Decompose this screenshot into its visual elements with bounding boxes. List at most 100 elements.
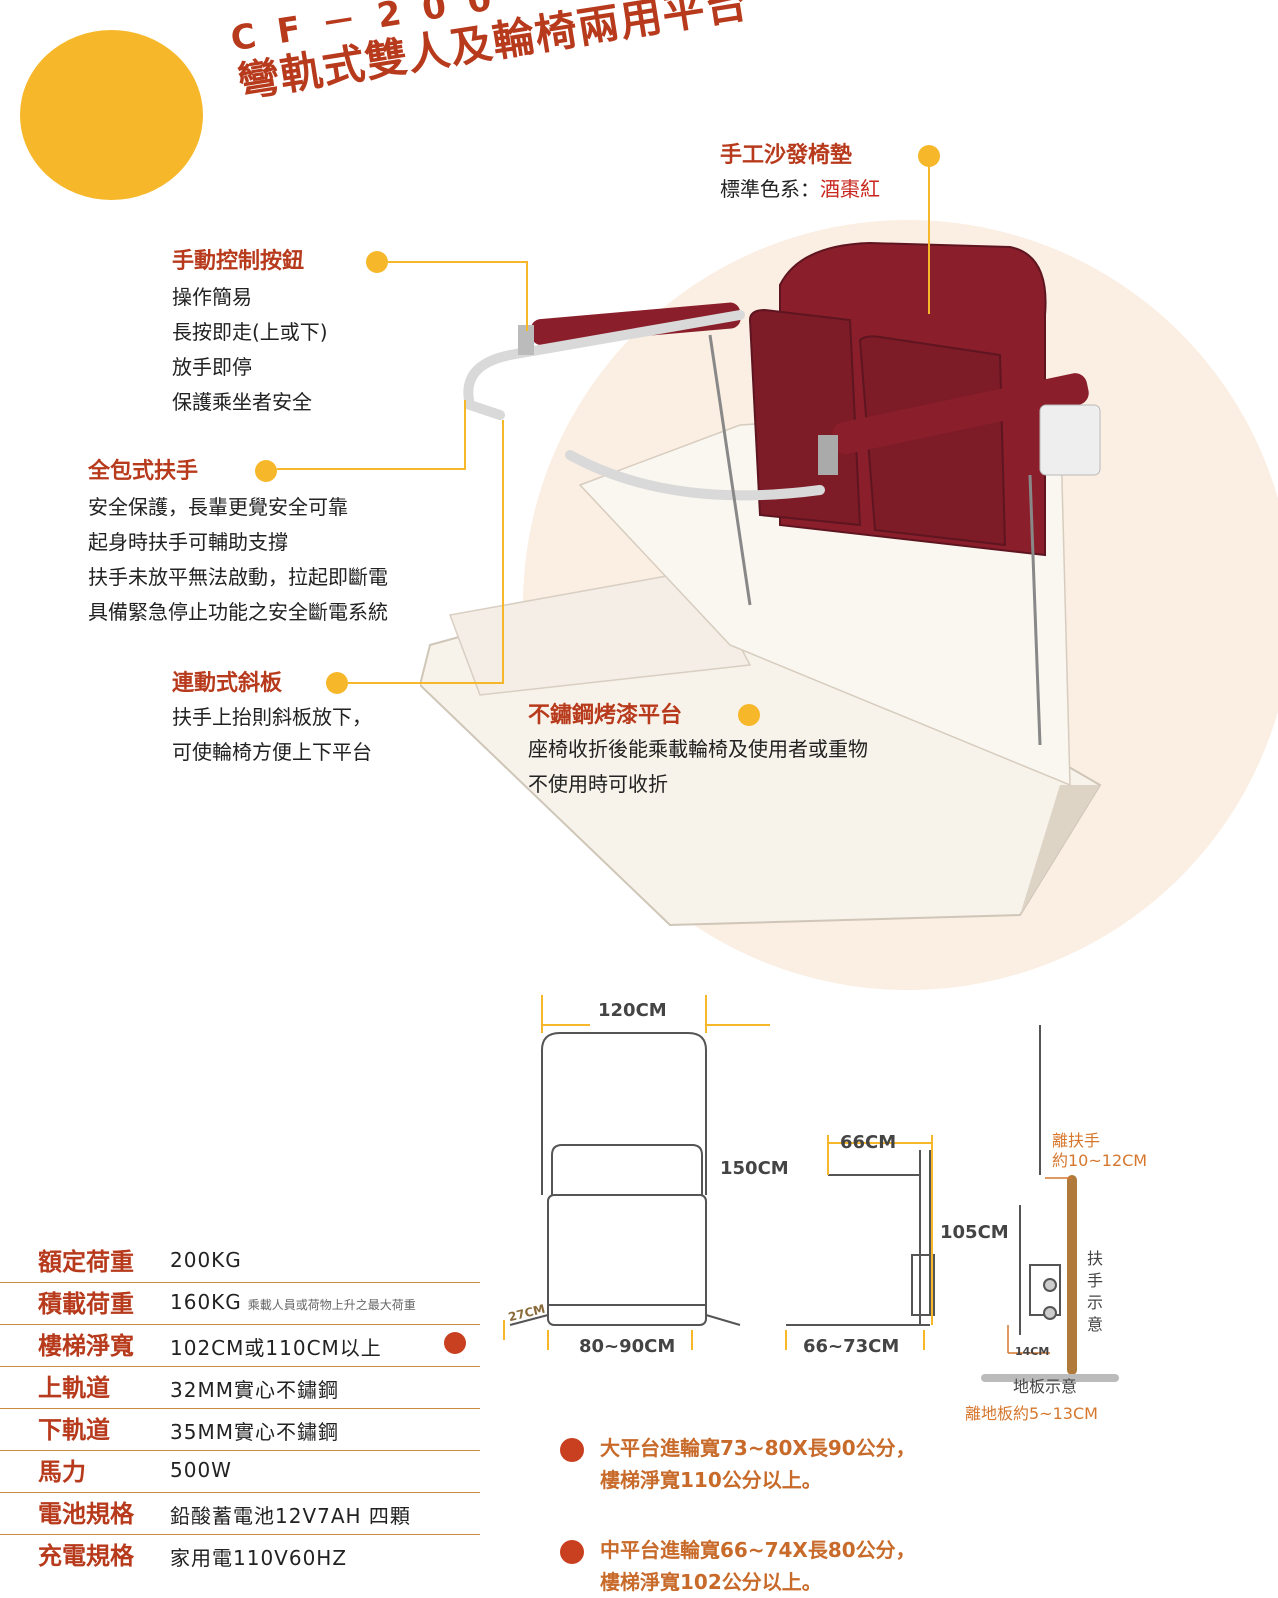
decorative-orange-circle [20, 30, 203, 200]
std-color-label: 標準色系： [720, 177, 820, 201]
cushion-callout-dot [918, 145, 940, 167]
spec-row: 馬力 500W [0, 1450, 480, 1493]
ramp-line: 可使輪椅方便上下平台 [172, 740, 372, 764]
control-leader-h [388, 261, 528, 263]
control-line: 長按即走(上或下) [172, 320, 328, 344]
spec-value: 家用電110V60HZ [170, 1546, 348, 1570]
spec-row: 上軌道 32MM實心不鏽鋼 [0, 1366, 480, 1409]
side-unit [1039, 404, 1101, 476]
spec-value: 160KG 乘載人員或荷物上升之最大荷重 [170, 1290, 416, 1314]
rail-width: 14CM [1015, 1345, 1050, 1358]
spec-row: 充電規格 家用電110V60HZ [0, 1534, 480, 1576]
spec-label: 充電規格 [38, 1542, 134, 1570]
control-line: 保護乘坐者安全 [172, 390, 312, 414]
dim-width-top: 120CM [598, 1000, 667, 1021]
ramp-leader-h [348, 682, 503, 684]
grab-rail-right [565, 450, 825, 501]
std-color-value: 酒棗紅 [820, 177, 880, 201]
stair-width-marker-dot [444, 1332, 466, 1354]
ramp-description: 扶手上抬則斜板放下， 可使輪椅方便上下平台 [172, 700, 372, 770]
rail-view-dimension-lines [1007, 1177, 1072, 1354]
control-button-box [518, 325, 534, 355]
armrest-left [530, 302, 741, 346]
spec-label: 額定荷重 [38, 1248, 134, 1276]
rail-view [1019, 1025, 1061, 1335]
armrest-leader-v [464, 400, 466, 470]
grab-rail-left [463, 310, 745, 420]
dim-side-height: 105CM [940, 1222, 1009, 1243]
spec-label: 馬力 [38, 1458, 86, 1486]
stairlift-platform-illustration [420, 241, 1102, 927]
note-bullet [560, 1438, 584, 1462]
armrest-right [832, 373, 1089, 455]
platform-description: 座椅收折後能乘載輪椅及使用者或重物 不使用時可收折 [528, 732, 868, 802]
seat-back-right [858, 335, 1007, 547]
armrest-line: 具備緊急停止功能之安全斷電系統 [88, 600, 388, 624]
spec-row: 積載荷重 160KG 乘載人員或荷物上升之最大荷重 [0, 1282, 480, 1325]
note-bullet [560, 1540, 584, 1564]
control-line: 操作簡易 [172, 285, 252, 309]
front-view-dimension-lines [503, 995, 770, 1350]
dim-seat-depth: 66CM [840, 1132, 897, 1153]
spec-row: 額定荷重 200KG [0, 1240, 480, 1283]
spec-value: 200KG [170, 1248, 242, 1272]
note-line: 樓梯淨寬110公分以上。 [600, 1468, 822, 1492]
side-view-dimension-lines [785, 1135, 933, 1350]
spec-row: 下軌道 35MM實心不鏽鋼 [0, 1408, 480, 1451]
control-heading: 手動控制按鈕 [172, 249, 305, 274]
cushion-std-color: 標準色系：酒棗紅 [720, 172, 880, 207]
armrest-line: 起身時扶手可輔助支撐 [88, 530, 288, 554]
spec-value: 500W [170, 1458, 232, 1482]
spec-label: 下軌道 [38, 1416, 110, 1444]
armrest-leader-h [277, 468, 465, 470]
spec-note: 乘載人員或荷物上升之最大荷重 [247, 1298, 416, 1312]
note-line: 中平台進輪寬66~74X長80公分， [600, 1538, 916, 1562]
page-title: CF－200 彎軌式雙人及輪椅兩用平台 [228, 0, 751, 107]
spec-label: 上軌道 [38, 1374, 110, 1402]
front-view [509, 1032, 741, 1326]
note-item: 中平台進輪寬66~74X長80公分， 樓梯淨寬102公分以上。 [600, 1534, 916, 1598]
ramp-line: 扶手上抬則斜板放下， [172, 705, 372, 729]
dim-height: 150CM [720, 1158, 789, 1179]
folding-ramp [448, 569, 752, 696]
floor-gap: 離地板約5~13CM [965, 1404, 1098, 1423]
floor-label: 地板示意 [1013, 1377, 1078, 1396]
dim-base-front: 80~90CM [579, 1336, 676, 1357]
dimension-drawings [503, 995, 1119, 1382]
platform-callout-dot [738, 704, 760, 726]
handrail-gap-label: 離扶手 [1052, 1131, 1101, 1150]
spec-label: 積載荷重 [38, 1290, 134, 1318]
spec-label: 電池規格 [38, 1500, 134, 1528]
platform-heading: 不鏽鋼烤漆平台 [528, 703, 683, 728]
armrest-line: 扶手未放平無法啟動，拉起即斷電 [88, 565, 388, 589]
side-view [786, 1150, 935, 1326]
ramp-heading: 連動式斜板 [172, 671, 283, 696]
note-line: 大平台進輪寬73~80X長90公分， [600, 1436, 916, 1460]
control-description: 操作簡易 長按即走(上或下) 放手即停 保護乘坐者安全 [172, 280, 328, 420]
control-leader-v [526, 261, 528, 331]
control-callout-dot [366, 251, 388, 273]
ramp-leader-v [502, 420, 504, 684]
handrail-label: 扶手示意 [1086, 1249, 1103, 1334]
armrest-callout-dot [255, 460, 277, 482]
cushion-heading: 手工沙發椅墊 [720, 143, 853, 168]
spec-row: 電池規格 鉛酸蓄電池12V7AH 四顆 [0, 1492, 480, 1535]
control-line: 放手即停 [172, 355, 252, 379]
platform-line: 不使用時可收折 [528, 772, 668, 796]
spec-label: 樓梯淨寬 [38, 1332, 134, 1360]
ramp-callout-dot [326, 672, 348, 694]
spec-row: 樓梯淨寬 102CM或110CM以上 [0, 1324, 480, 1367]
dim-base-side: 66~73CM [803, 1336, 900, 1357]
handrail-gap-value: 約10~12CM [1052, 1151, 1148, 1170]
note-item: 大平台進輪寬73~80X長90公分， 樓梯淨寬110公分以上。 [600, 1432, 916, 1496]
armrest-line: 安全保護，長輩更覺安全可靠 [88, 495, 348, 519]
cushion-leader-line [928, 166, 930, 314]
spec-value: 102CM或110CM以上 [170, 1336, 382, 1360]
armrest-description: 安全保護，長輩更覺安全可靠 起身時扶手可輔助支撐 扶手未放平無法啟動，拉起即斷電… [88, 490, 388, 630]
control-button-box-2 [818, 435, 838, 475]
spec-value: 35MM實心不鏽鋼 [170, 1420, 339, 1444]
note-line: 樓梯淨寬102公分以上。 [600, 1570, 822, 1594]
spec-value-text: 160KG [170, 1290, 242, 1314]
spec-value: 32MM實心不鏽鋼 [170, 1378, 339, 1402]
spec-value: 鉛酸蓄電池12V7AH 四顆 [170, 1504, 411, 1528]
